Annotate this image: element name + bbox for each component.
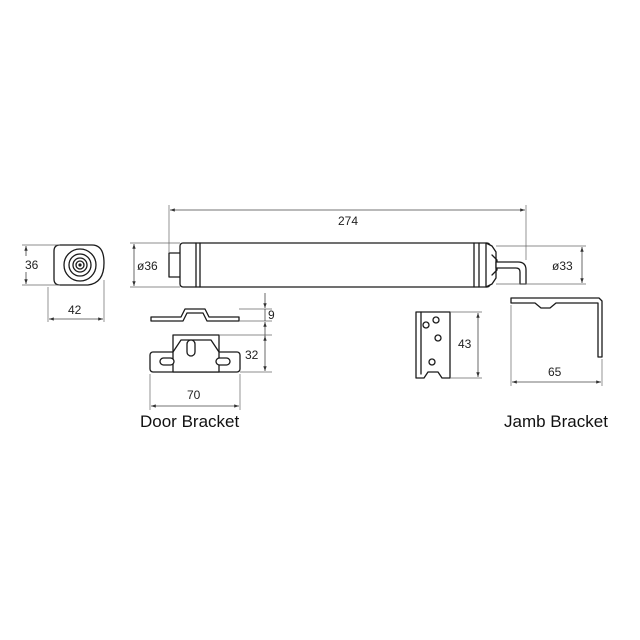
dim-label-70: 70 [187,388,201,402]
dim-label-42: 42 [68,303,82,317]
dimension-end-diameter: ø33 [496,245,586,285]
dim-label-32: 32 [245,348,259,362]
dim-label-9: 9 [268,308,275,322]
dimension-door-bracket-width: 70 [149,374,241,410]
dimension-overall-length: 274 [168,205,527,260]
dimension-jamb-plate-height: 43 [450,311,482,379]
dimension-jamb-bracket-length: 65 [510,305,603,386]
jamb-bracket-caption: Jamb Bracket [504,412,608,431]
dim-label-43: 43 [458,337,472,351]
door-closer-body [168,242,527,288]
dimension-door-bracket-height: 9 [239,293,275,337]
door-bracket-top-view [149,334,241,373]
dimension-door-bracket-depth: 32 [219,334,272,373]
dim-label-36: 36 [25,258,39,272]
dim-label-65: 65 [548,365,562,379]
closer-end-view [53,244,105,286]
dimension-end-width: 42 [47,280,105,322]
door-bracket-caption: Door Bracket [140,412,239,431]
dim-label-274: 274 [338,214,358,228]
jamb-bracket-plate-view [415,311,451,379]
dim-label-dia36: ø36 [137,259,158,273]
dimension-body-diameter: ø36 [130,242,180,288]
door-bracket-side-view [150,308,240,322]
dimension-end-height: 36 [22,244,60,286]
jamb-bracket-side-view [510,297,603,358]
dim-label-dia33: ø33 [552,259,573,273]
